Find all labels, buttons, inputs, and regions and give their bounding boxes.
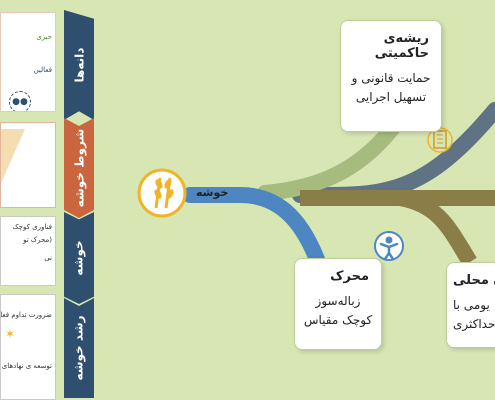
left-card-cluster[interactable]: فناوری کوچک (محرک تو نی [0,216,56,286]
tab-cluster-label: خوشه [72,240,86,276]
left-card-conditions[interactable] [0,122,56,208]
card3-line-2: (محرک تو [23,236,52,245]
people-icon: ●● [9,91,31,111]
governance-title: ریشه‌ی حاکمیتی [374,31,429,61]
tab-growth-label: رشد خوشه [72,315,87,381]
card1-line-2: فعالین [33,66,52,75]
card1-line-1: خبری [36,33,52,41]
local-title: ن محلی [453,273,495,288]
green-branch [257,117,403,201]
local-box[interactable]: ن محلی یومی با ه حداکثری [446,262,495,348]
driver-body-line-1: زباله‌سوز [315,294,361,308]
driver-body-line-2: کوچک مقیاس [303,313,373,328]
driver-title: محرک [330,269,369,284]
center-label: خوشه [196,186,229,199]
local-body-line-2: ه حداکثری [453,317,495,332]
card4-line-1: ضرورت تداوم فعا [0,311,52,319]
governance-box[interactable]: ریشه‌ی حاکمیتی حمایت قانونی و تسهیل اجرا… [340,20,442,132]
card3-line-1: فناوری کوچک [12,223,52,231]
left-card-growth[interactable]: ضرورت تداوم فعا ✶ توسعه ی نهادهای ا [0,294,56,400]
funnel-shape [1,129,25,183]
tab-cluster[interactable]: خوشه [64,212,94,304]
left-panel: خبری فعالین ●● فناوری کوچک (محرک تو نی ض… [0,0,100,400]
driver-box[interactable]: محرک زباله‌سوز کوچک مقیاس [294,258,382,350]
tab-conditions[interactable]: شروط خوشه [64,118,94,218]
blue-branch [182,187,326,270]
tab-seeds-label: دانه‌ها [72,47,87,83]
tab-seeds[interactable]: دانه‌ها [64,10,94,120]
tab-growth[interactable]: رشد خوشه [64,298,94,398]
olive-branch-down [398,190,477,267]
wheat-icon [137,168,187,218]
left-card-seeds[interactable]: خبری فعالین ●● [0,12,56,112]
local-body-line-1: یومی با [453,298,490,312]
child-icon [374,231,404,261]
card3-line-3: نی [44,253,52,262]
governance-body-line-2: تسهیل اجرایی [355,90,427,105]
governance-body-line-1: حمایت قانونی و [351,71,431,85]
card4-line-2: توسعه ی نهادهای ا [0,362,52,371]
star-icon: ✶ [5,327,16,342]
tab-conditions-label: شروط خوشه [72,128,86,208]
